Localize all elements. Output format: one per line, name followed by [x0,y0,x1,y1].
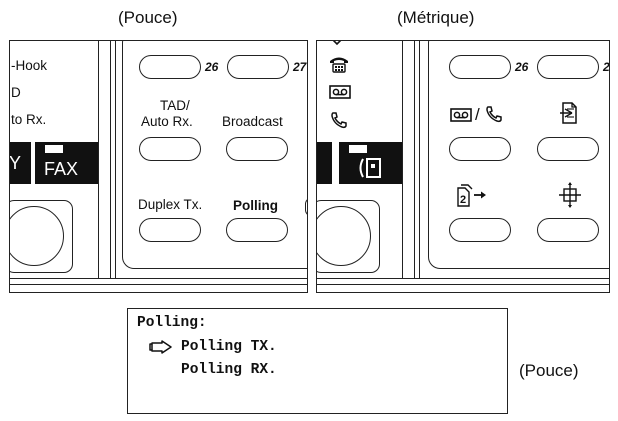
one-touch-key-26-metric[interactable] [449,55,511,79]
duplex-tx-icon: 2 [457,184,486,207]
fax-key[interactable]: FAX [35,142,98,184]
start-key-recess [10,200,73,273]
duplex-tx-key-metric[interactable] [449,218,511,242]
handset-on-hook-icon [330,57,348,73]
polling-key-metric[interactable] [537,218,599,242]
svg-text:2: 2 [460,194,466,206]
tad-cassette-icon [450,108,472,122]
tad-label-line1: TAD/ [160,98,190,113]
pointing-hand-icon [149,340,172,354]
lcd-display: Polling: Polling TX. Polling RX. [127,308,508,414]
tad-auto-rx-key[interactable] [139,137,201,161]
one-touch-number-27-metric: 2 [603,60,610,74]
partial-key-edge [305,198,307,216]
one-touch-key-27-metric[interactable] [537,55,599,79]
broadcast-label: Broadcast [222,114,283,129]
one-touch-area [122,41,307,269]
fax-mode-icon [359,158,381,178]
start-key-recess-metric [317,200,380,273]
tad-separator: / [475,105,480,124]
polling-icon [559,182,581,208]
status-label-auto-rx: to Rx. [11,112,47,127]
copy-key-label: Y [9,153,22,173]
cassette-tape-icon [329,85,351,99]
duplex-tx-key[interactable] [139,218,201,242]
broadcast-key[interactable] [226,137,288,161]
lcd-option-polling-tx[interactable]: Polling TX. [181,339,277,355]
control-panel-metric: 26 2 / 2 [316,40,610,293]
broadcast-icon [560,102,577,124]
polling-key[interactable] [226,218,288,242]
start-key[interactable] [10,206,64,266]
status-label-d: D [11,85,21,100]
control-panel-inch: -Hook D to Rx. Y FAX 26 27 TAD/ Auto Rx.… [9,40,308,293]
one-touch-number-27: 27 [293,60,307,74]
chevron-down-icon [332,41,342,46]
mode-key-left[interactable] [317,142,332,184]
start-key-metric[interactable] [317,206,371,266]
tad-auto-rx-key-metric[interactable] [449,137,511,161]
tad-phone-icon [486,106,502,123]
copy-key[interactable]: Y [9,142,31,184]
lcd-option-polling-rx[interactable]: Polling RX. [181,362,277,378]
one-touch-key-26[interactable] [139,55,201,79]
one-touch-number-26-metric: 26 [515,60,529,74]
caption-inch-top: (Pouce) [118,8,178,27]
fax-mode-indicator [349,145,367,153]
broadcast-key-metric[interactable] [537,137,599,161]
status-label-on-hook: -Hook [11,58,48,73]
one-touch-number-26: 26 [205,60,219,74]
caption-metric-top: (Métrique) [397,8,475,27]
one-touch-area-metric [428,41,609,269]
fax-key-indicator [45,145,63,153]
one-touch-key-27[interactable] [227,55,289,79]
tad-label-line2: Auto Rx. [141,114,193,129]
fax-mode-key[interactable] [339,142,402,184]
duplex-tx-label: Duplex Tx. [138,197,203,212]
caption-inch-lcd: (Pouce) [519,361,579,380]
lcd-title: Polling: [137,315,207,331]
fax-key-label: FAX [44,159,79,179]
phone-handset-icon [331,112,347,129]
polling-label: Polling [233,198,278,213]
